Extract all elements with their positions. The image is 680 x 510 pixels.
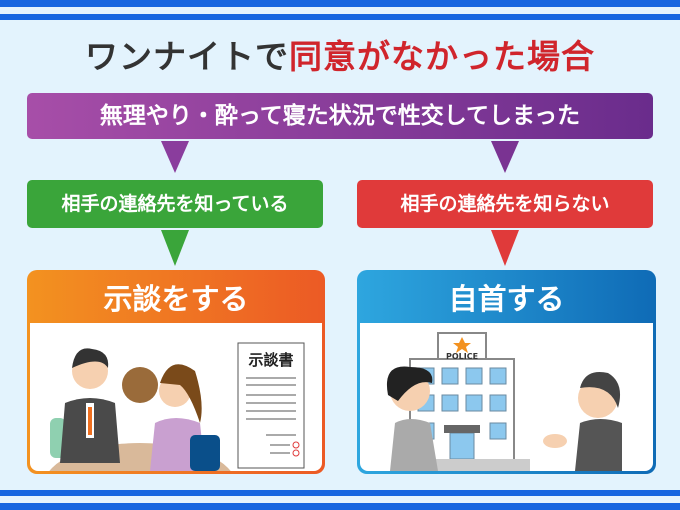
bottom-stripe bbox=[0, 503, 680, 510]
document-label: 示談書 bbox=[248, 351, 293, 369]
bottom-stripe-thin bbox=[0, 490, 680, 496]
surrender-card: 自首する POLICE bbox=[357, 270, 656, 474]
police-illustration: POLICE bbox=[360, 323, 653, 471]
arrow-down-icon bbox=[161, 230, 189, 266]
title-part1: ワンナイトで bbox=[85, 37, 289, 76]
top-stripe bbox=[0, 0, 680, 7]
condition-unknown-contact: 相手の連絡先を知らない bbox=[357, 180, 653, 228]
police-sign: POLICE bbox=[446, 352, 478, 361]
title-part2: 同意がなかった場合 bbox=[289, 37, 595, 76]
condition-known-contact: 相手の連絡先を知っている bbox=[27, 180, 323, 228]
arrow-down-icon bbox=[161, 141, 189, 173]
top-stripe-thin bbox=[0, 14, 680, 20]
surrender-heading: 自首する bbox=[448, 282, 565, 316]
settlement-heading: 示談をする bbox=[103, 282, 249, 316]
situation-banner: 無理やり・酔って寝た状況で性交してしまった bbox=[27, 93, 653, 139]
arrow-down-icon bbox=[491, 230, 519, 266]
arrow-down-icon bbox=[491, 141, 519, 173]
page-title: ワンナイトで同意がなかった場合 bbox=[0, 30, 680, 78]
settlement-card: 示談をする 示談書 bbox=[27, 270, 325, 474]
settlement-illustration: 示談書 bbox=[30, 323, 322, 471]
